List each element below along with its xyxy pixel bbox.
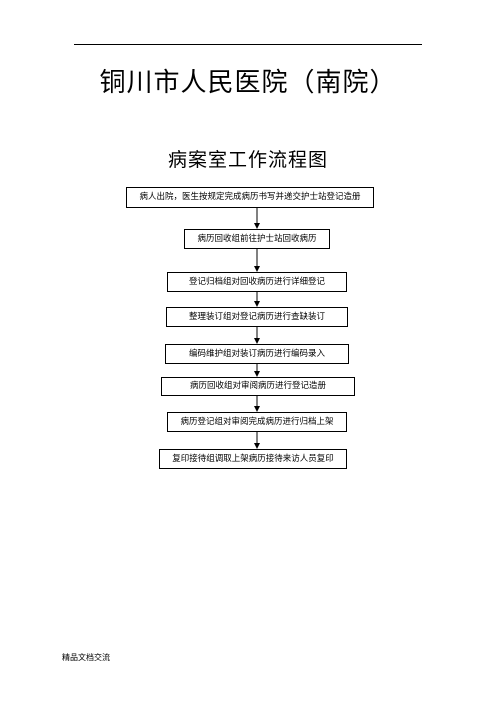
flow-step-copy-reception: 复印接待组调取上架病历接待来访人员复印 <box>159 449 347 469</box>
flow-step-binding: 整理装订组对登记病历进行查缺装订 <box>166 307 348 327</box>
flow-step-discharge: 病人出院，医生按规定完成病历书写并递交护士站登记造册 <box>126 187 374 208</box>
footer-text: 精品文档交流 <box>62 653 110 662</box>
document-title: 病案室工作流程图 <box>167 149 328 171</box>
flow-step-register: 登记归档组对回收病历进行详细登记 <box>167 272 347 292</box>
flow-step-archive: 病历登记组对审阅完成病历进行归档上架 <box>167 412 347 432</box>
hospital-name: 铜川市人民医院（南院） <box>99 68 397 98</box>
flow-step-collect: 病历回收组前往护士站回收病历 <box>184 229 330 249</box>
header-rule <box>74 44 422 45</box>
flow-step-review-register: 病历回收组对审阅病历进行登记造册 <box>161 377 355 396</box>
flow-step-coding: 编码维护组对装订病历进行编码录入 <box>165 344 349 364</box>
